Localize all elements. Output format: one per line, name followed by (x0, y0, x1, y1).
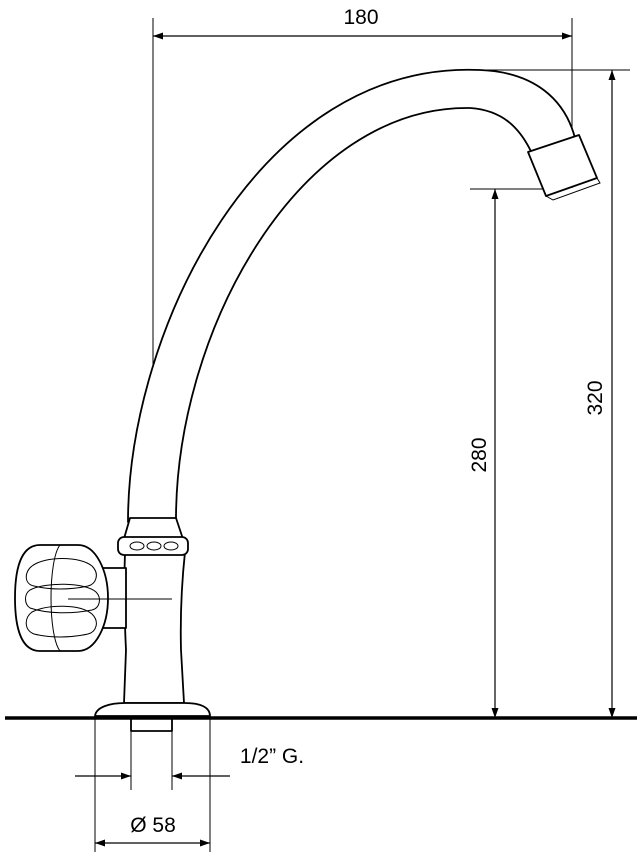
faucet-spout (127, 69, 601, 523)
spout-aerator (527, 134, 601, 201)
faucet-body (94, 517, 189, 704)
body-collar (117, 517, 189, 556)
dimension-total-height: 320 (584, 70, 616, 718)
dimension-thread: 1/2” G. (75, 745, 304, 780)
dimension-total-height-label: 320 (584, 380, 607, 415)
dimension-base-diameter: Ø 58 (95, 814, 210, 847)
dimension-base-diameter-label: Ø 58 (130, 814, 176, 837)
faucet-handle (14, 544, 172, 652)
dimension-spout-height: 280 (468, 189, 499, 718)
dimension-thread-label: 1/2” G. (240, 745, 304, 768)
dimension-spout-height-label: 280 (468, 437, 491, 472)
base-extension-lines (94, 718, 211, 852)
dimension-reach-label: 180 (343, 6, 378, 29)
dimension-reach: 180 (153, 6, 572, 40)
